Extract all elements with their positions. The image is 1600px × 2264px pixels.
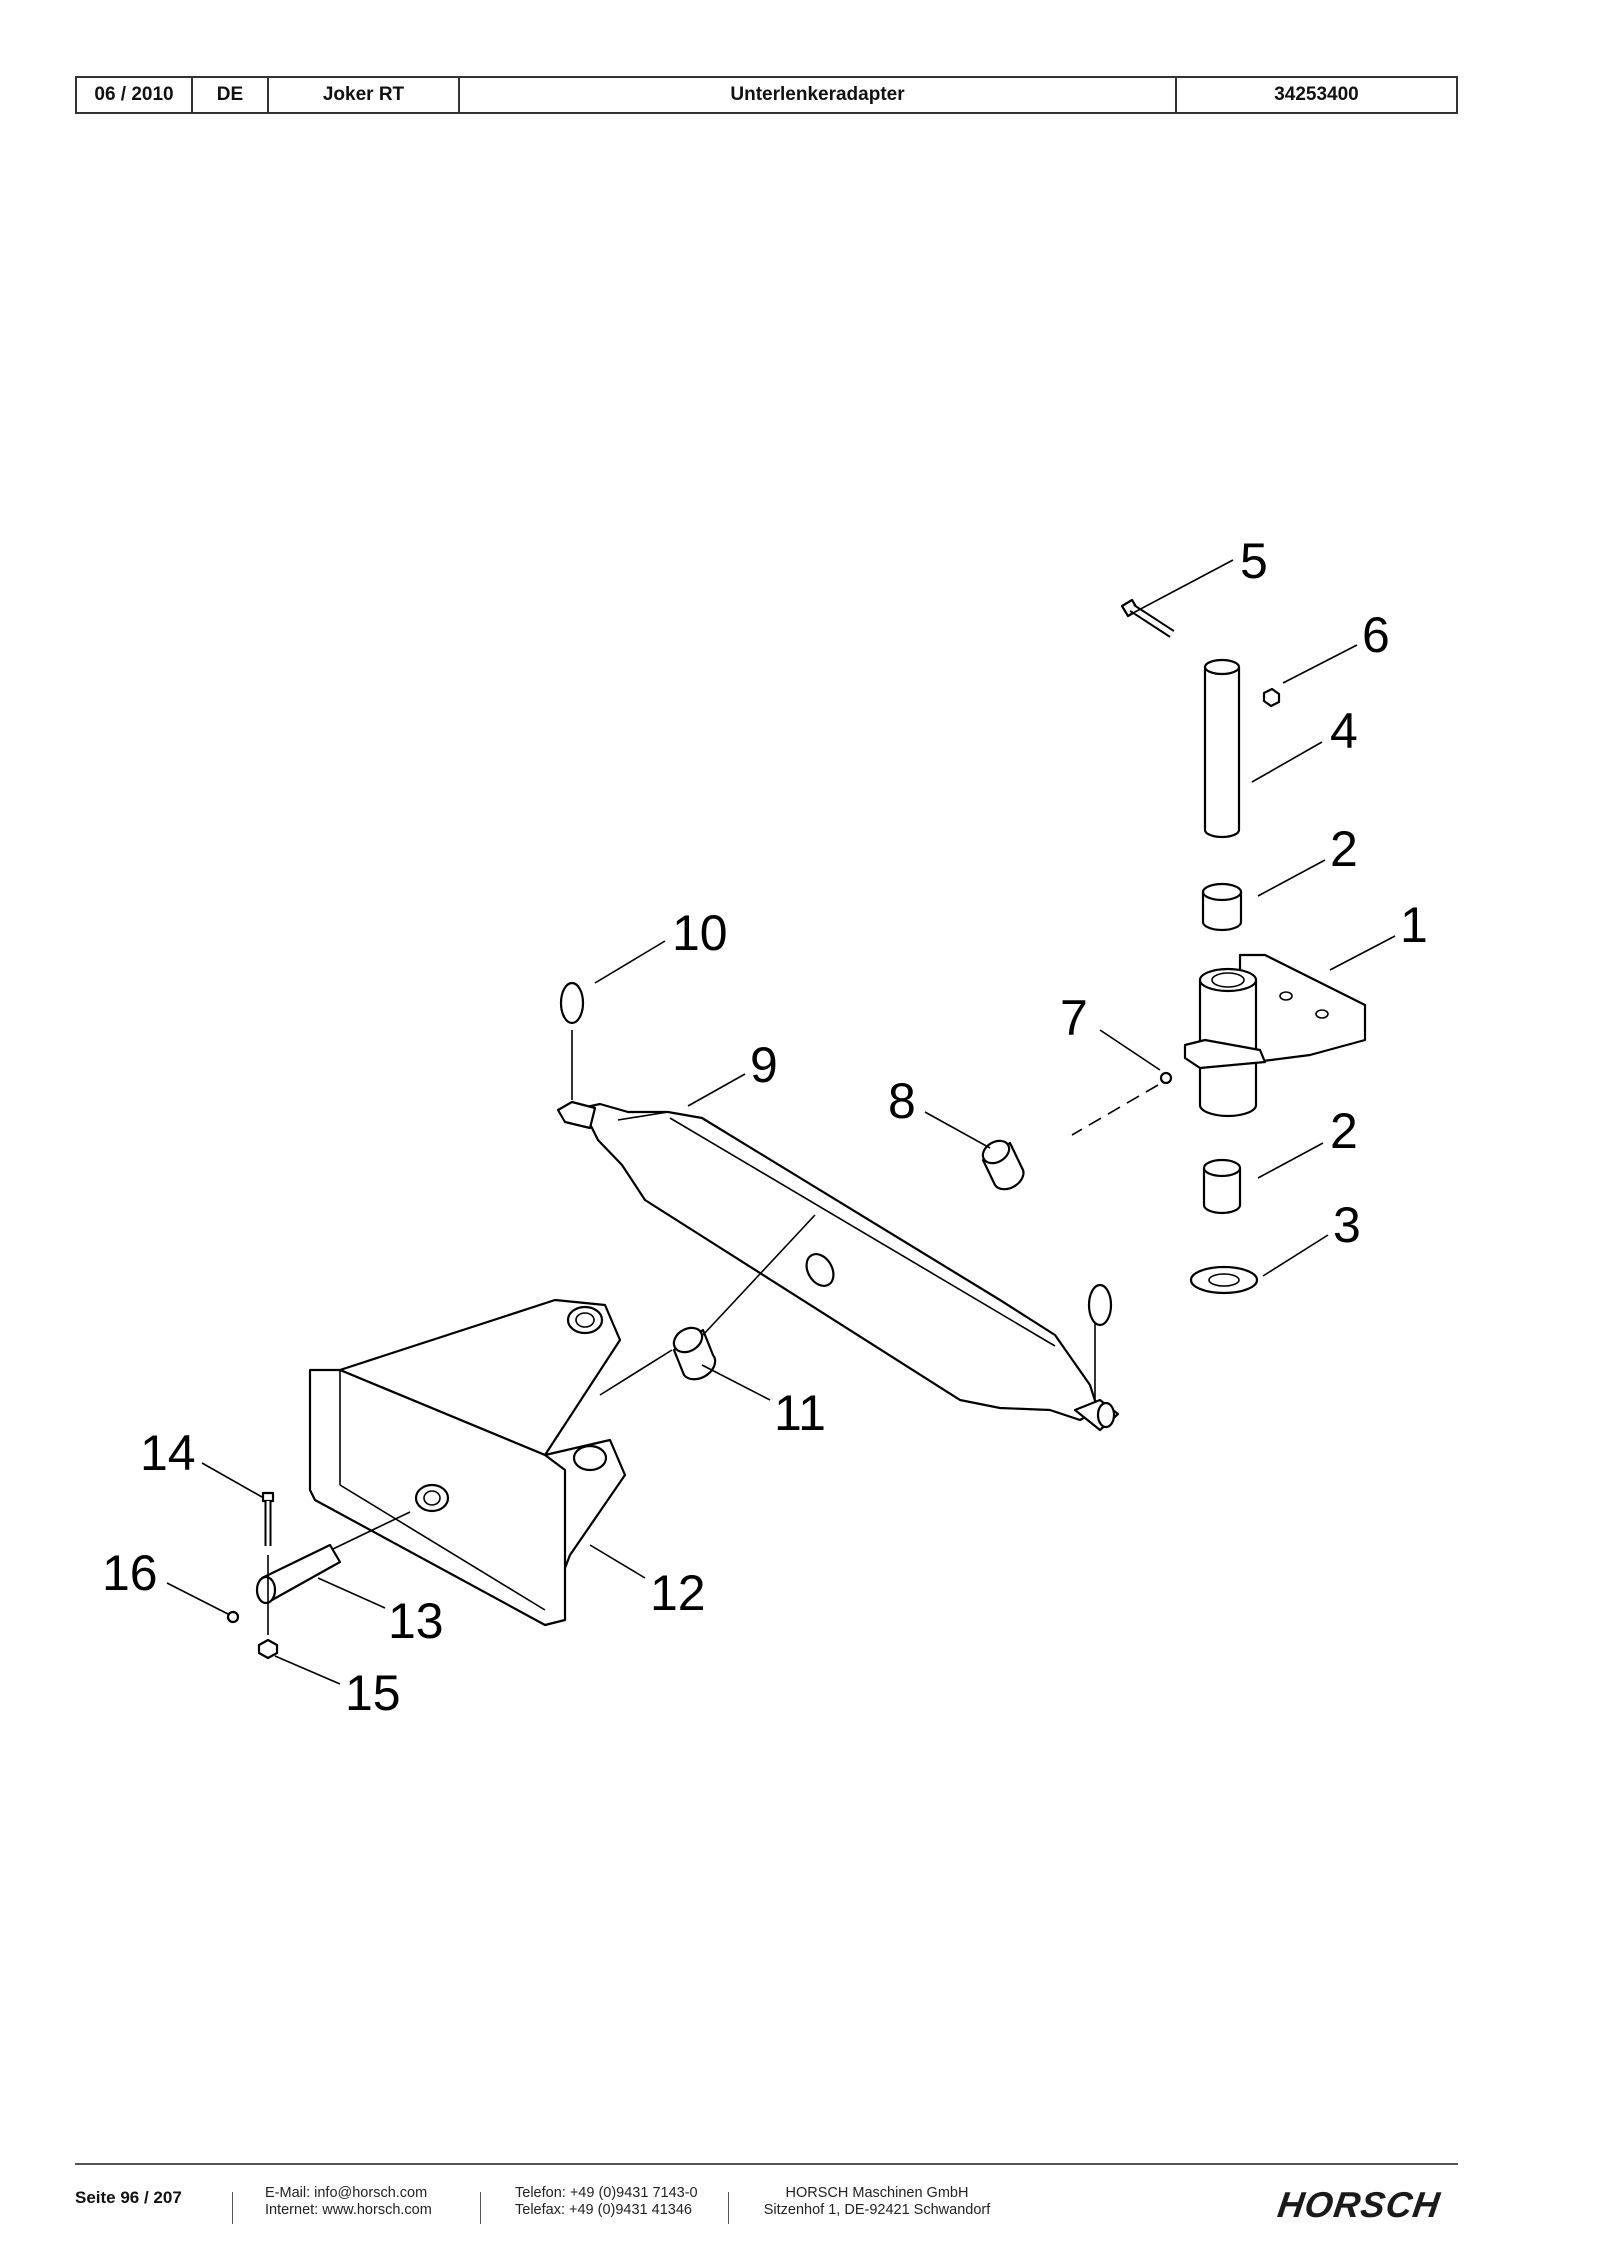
callout-12: 12 <box>650 1565 706 1621</box>
part-bush-2-lower <box>1202 1158 1242 1215</box>
part-lynch-pin-16 <box>226 1610 240 1624</box>
callout-4: 4 <box>1330 703 1358 759</box>
part-bush-2-upper <box>1201 882 1243 932</box>
part-axle-9 <box>556 1100 1120 1432</box>
header-table: 06 / 2010 DE Joker RT Unterlenkeradapter… <box>75 76 1458 114</box>
callout-15: 15 <box>345 1665 401 1721</box>
part-bracket-1 <box>1183 953 1367 1118</box>
footer-separator <box>728 2192 729 2224</box>
part-grease-nipple-7 <box>1159 1071 1173 1085</box>
part-washer-3 <box>1189 1265 1259 1295</box>
footer-internet: Internet: www.horsch.com <box>265 2202 432 2218</box>
callout-2-upper: 2 <box>1330 821 1358 877</box>
footer-contact-phone: Telefon: +49 (0)9431 7143-0 Telefax: +49… <box>515 2185 698 2219</box>
part-frame-12 <box>308 1298 627 1627</box>
footer-separator <box>232 2192 233 2224</box>
callout-3: 3 <box>1333 1197 1361 1253</box>
header-assembly-title: Unterlenkeradapter <box>460 78 1177 112</box>
footer-fax: Telefax: +49 (0)9431 41346 <box>515 2202 692 2218</box>
callout-9: 9 <box>750 1037 778 1093</box>
callout-10: 10 <box>672 905 728 961</box>
horsch-logo: HORSCH <box>1275 2184 1443 2225</box>
callout-2-lower: 2 <box>1330 1103 1358 1159</box>
callout-6: 6 <box>1362 607 1390 663</box>
part-nut-6 <box>1262 687 1281 708</box>
footer-rule <box>75 2163 1458 2165</box>
part-nut-15 <box>257 1638 279 1660</box>
header-date: 06 / 2010 <box>77 78 193 112</box>
callout-7: 7 <box>1060 990 1088 1046</box>
footer-email: E-Mail: info@horsch.com <box>265 2185 428 2201</box>
callout-14: 14 <box>140 1425 196 1481</box>
header-machine: Joker RT <box>269 78 460 112</box>
callout-16: 16 <box>102 1545 158 1601</box>
header-part-number: 34253400 <box>1274 84 1359 105</box>
part-pin-13 <box>255 1543 342 1605</box>
header-language: DE <box>193 78 269 112</box>
part-bolt-5 <box>1120 598 1175 638</box>
part-bush-11 <box>672 1326 717 1381</box>
callout-11: 11 <box>774 1385 826 1441</box>
footer-address: Sitzenhof 1, DE-92421 Schwandorf <box>763 2202 991 2218</box>
part-bolt-14 <box>261 1491 275 1635</box>
part-bush-8 <box>981 1139 1025 1191</box>
part-clip-pin-10 <box>559 981 1113 1327</box>
callout-1: 1 <box>1400 897 1428 953</box>
footer-company: HORSCH Maschinen GmbH <box>785 2185 969 2201</box>
footer-company-block: HORSCH Maschinen GmbH Sitzenhof 1, DE-92… <box>762 2185 992 2219</box>
callout-5: 5 <box>1240 533 1268 589</box>
page-number: Seite 96 / 207 <box>75 2188 182 2207</box>
footer-separator <box>480 2192 481 2224</box>
footer-contact-web: E-Mail: info@horsch.com Internet: www.ho… <box>265 2185 432 2219</box>
callout-8: 8 <box>888 1073 916 1129</box>
callout-13: 13 <box>388 1593 444 1649</box>
part-pin-4 <box>1203 658 1241 839</box>
footer-phone: Telefon: +49 (0)9431 7143-0 <box>515 2185 698 2201</box>
